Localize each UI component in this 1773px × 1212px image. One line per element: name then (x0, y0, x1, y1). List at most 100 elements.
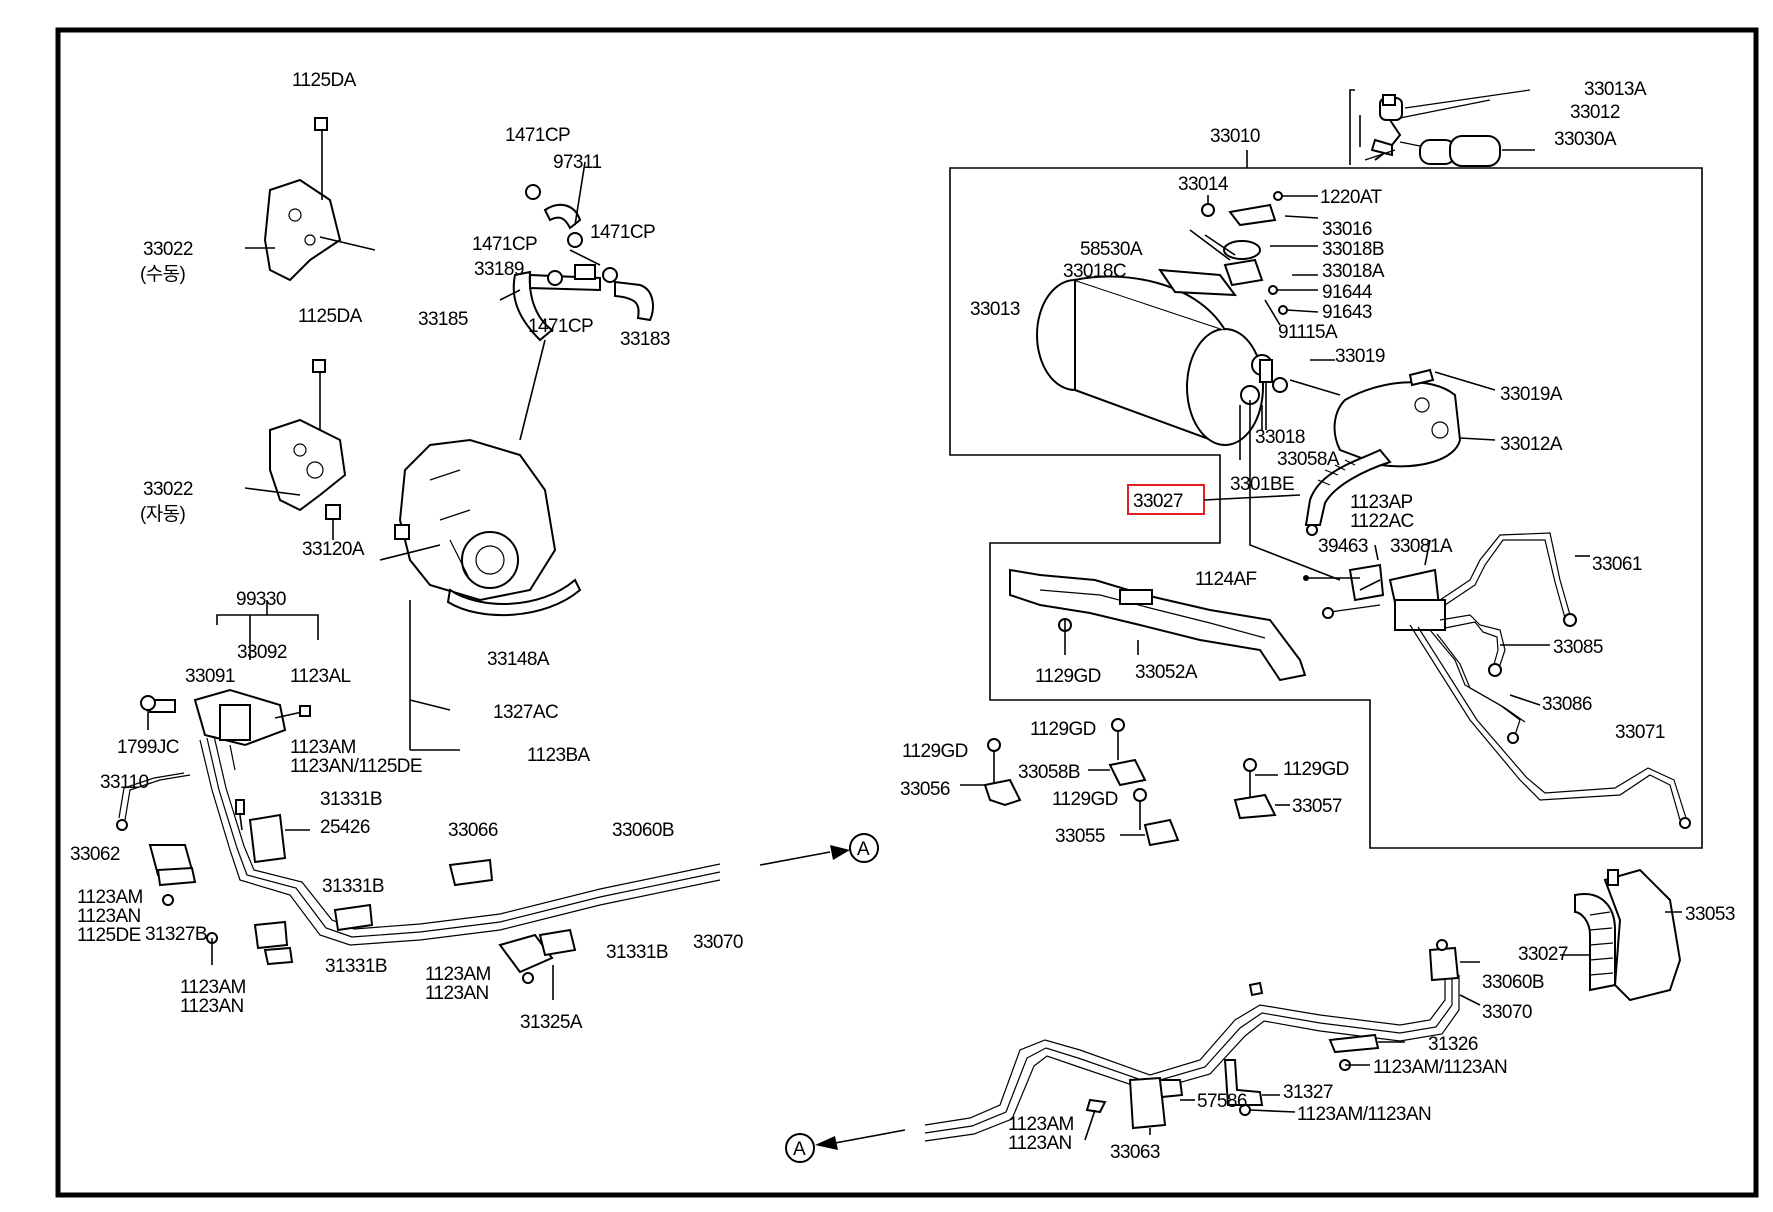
label-33091: 33091 (185, 666, 235, 687)
label-1123am-1123an-b: 1123AM/1123AN (1297, 1104, 1431, 1125)
label-33030a: 33030A (1554, 129, 1617, 150)
label-1123al: 1123AL (290, 666, 351, 687)
label-1123an-e: 1123AN (1008, 1133, 1072, 1154)
label-33012a: 33012A (1500, 434, 1563, 455)
label-33022-auto-note: (자동) (140, 503, 185, 525)
label-33013: 33013 (970, 299, 1020, 320)
label-1123an-b: 1123AN (77, 906, 141, 927)
label-33019a: 33019A (1500, 384, 1563, 405)
label-a-top: A (857, 839, 870, 860)
label-1124af: 1124AF (1195, 569, 1257, 590)
arrow-to-a-bottom (785, 1129, 906, 1163)
label-33018a: 33018A (1322, 261, 1385, 282)
label-33016: 33016 (1322, 219, 1372, 240)
label-1122ac: 1122AC (1350, 511, 1414, 532)
filler-neck-guard (1560, 868, 1682, 1002)
label-33060b-right: 33060B (1482, 972, 1544, 993)
label-33185: 33185 (418, 309, 468, 330)
label-31326: 31326 (1428, 1034, 1478, 1055)
label-33018c: 33018C (1063, 261, 1126, 282)
canister-group-outline (949, 167, 1703, 849)
pipe-run-left (116, 735, 721, 946)
label-1123ba: 1123BA (527, 745, 591, 766)
label-91643: 91643 (1322, 302, 1372, 323)
label-31331b-4: 31331B (606, 942, 668, 963)
label-1123ap: 1123AP (1350, 492, 1413, 513)
label-1799jc: 1799JC (117, 737, 179, 758)
canister-cover (1333, 368, 1496, 468)
label-33070-left: 33070 (693, 932, 743, 953)
label-33060b-left: 33060B (612, 820, 674, 841)
label-33052a: 33052A (1135, 662, 1198, 683)
label-33019: 33019 (1335, 346, 1385, 367)
label-57586: 57586 (1197, 1091, 1247, 1112)
label-1123am-1123an-a: 1123AM/1123AN (1373, 1057, 1507, 1078)
label-33022-manual-note: (수동) (140, 264, 185, 285)
arrow-to-a-top (759, 833, 879, 866)
label-33057: 33057 (1292, 796, 1342, 817)
label-33110: 33110 (100, 772, 148, 793)
vacuum-pump (379, 438, 582, 751)
label-33018: 33018 (1255, 427, 1305, 448)
label-1123am-b: 1123AM (77, 887, 143, 908)
label-58530a: 58530A (1080, 239, 1143, 260)
hose-33027 (1249, 445, 1392, 581)
label-33148a: 33148A (487, 649, 550, 670)
label-33058a: 33058A (1277, 449, 1340, 470)
label-25426: 25426 (320, 817, 370, 838)
label-33018b: 33018B (1322, 239, 1384, 260)
label-33081a: 33081A (1390, 536, 1453, 557)
label-31331b-1: 31331B (320, 789, 382, 810)
label-a-bottom: A (793, 1139, 806, 1160)
label-33070-right: 33070 (1482, 1002, 1532, 1023)
callout-labels: 1125DA 33022 (수동) 1125DA 33022 (자동) 3312… (70, 70, 1735, 1163)
small-brackets (960, 718, 1290, 847)
label-1129gd-e: 1129GD (1052, 789, 1118, 810)
label-33014: 33014 (1178, 174, 1229, 195)
label-33027-boxed: 33027 (1133, 491, 1183, 512)
label-3301be: 3301BE (1230, 474, 1294, 495)
label-1471cp-low: 1471CP (528, 316, 593, 337)
label-33066: 33066 (448, 820, 498, 841)
clips-right (1084, 1033, 1405, 1141)
label-1123am-d: 1123AM (425, 964, 491, 985)
label-33086: 33086 (1542, 694, 1592, 715)
label-33022-auto: 33022 (143, 479, 193, 500)
label-31327b: 31327B (145, 924, 207, 945)
diagram-frame (55, 27, 1759, 1198)
label-1471cp-left: 1471CP (472, 234, 537, 255)
label-33056: 33056 (900, 779, 950, 800)
label-33012: 33012 (1570, 102, 1620, 123)
label-1123am-a: 1123AM (290, 737, 356, 758)
harness-33012 (1359, 89, 1535, 167)
valve-block (1303, 532, 1691, 829)
label-33189: 33189 (474, 259, 524, 280)
label-33062: 33062 (70, 844, 120, 865)
pipe-run-right (924, 939, 1481, 1142)
label-1129gd-a: 1129GD (1035, 666, 1101, 687)
label-33085: 33085 (1553, 637, 1603, 658)
label-1123am-c: 1123AM (180, 977, 246, 998)
leader-33027 (1203, 494, 1301, 501)
label-33027-low: 33027 (1518, 944, 1568, 965)
leader-1220at (1349, 89, 1355, 165)
label-91115a: 91115A (1278, 322, 1338, 343)
label-1123am-e: 1123AM (1008, 1114, 1074, 1135)
label-33010: 33010 (1210, 126, 1260, 147)
label-1220at: 1220AT (1320, 187, 1383, 208)
label-97311: 97311 (553, 152, 601, 173)
label-1125da-mid: 1125DA (298, 306, 363, 327)
bracket-auto (244, 359, 347, 540)
label-1123an-c: 1123AN (180, 996, 244, 1017)
label-33053: 33053 (1685, 904, 1735, 925)
label-1123an-d: 1123AN (425, 983, 489, 1004)
label-33092: 33092 (237, 642, 287, 663)
label-1327ac: 1327AC (493, 702, 558, 723)
label-31331b-2: 31331B (322, 876, 384, 897)
label-1125da-top: 1125DA (292, 70, 357, 91)
label-1125de-b: 1125DE (77, 925, 141, 946)
label-33063: 33063 (1110, 1142, 1160, 1163)
canister-valve-bits (1239, 359, 1273, 460)
label-33022-manual: 33022 (143, 239, 193, 260)
